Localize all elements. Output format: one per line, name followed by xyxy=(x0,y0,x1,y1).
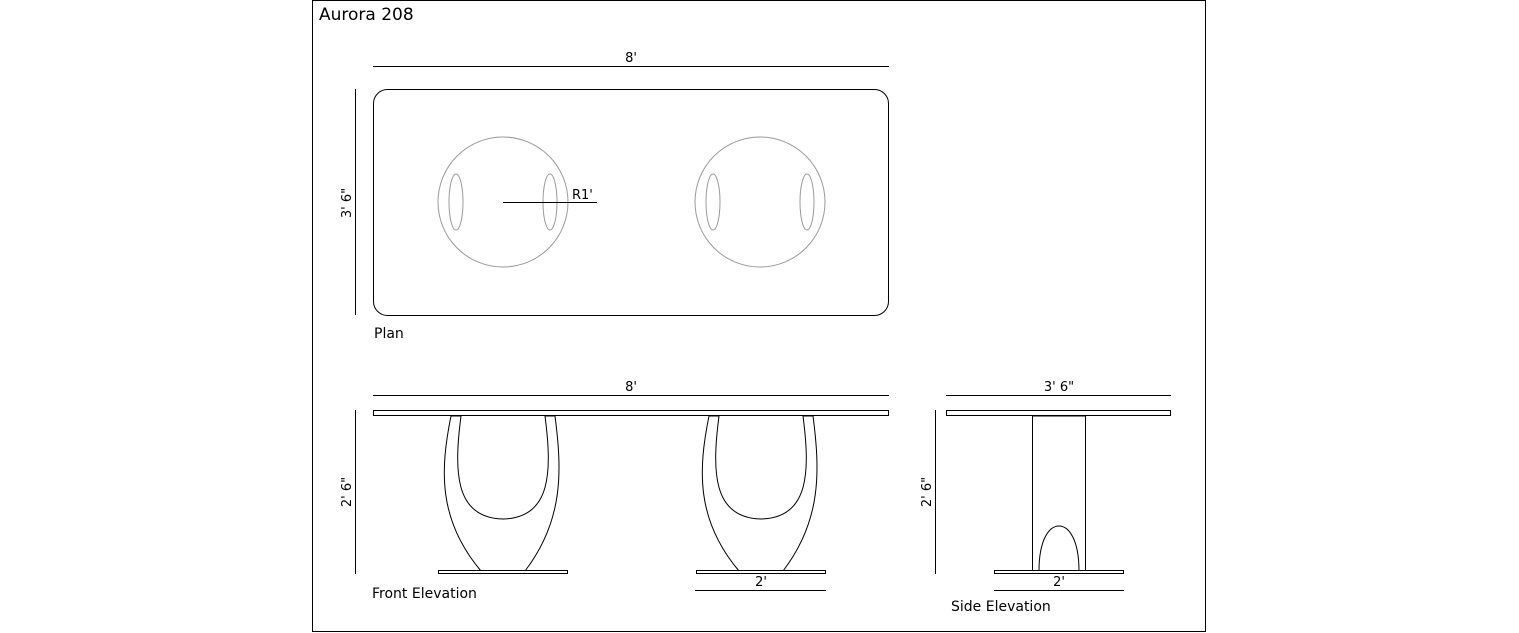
side-width-dimension: 3' 6" xyxy=(1044,380,1074,395)
side-pedestal-arch xyxy=(1038,525,1080,572)
plan-view: 8' 3' 6" R1' Plan xyxy=(340,51,889,342)
side-height-dimension: 2' 6" xyxy=(920,477,935,507)
front-elevation-label: Front Elevation xyxy=(372,586,477,602)
plan-width-dimension: 8' xyxy=(625,51,637,66)
side-base-dimension: 2' xyxy=(1053,575,1065,590)
front-width-dimension: 8' xyxy=(625,380,637,395)
side-pedestal xyxy=(1032,415,1086,572)
plan-right-pedestal-slot-1 xyxy=(705,173,721,231)
front-height-dimension: 2' 6" xyxy=(340,477,355,507)
front-base-dimension: 2' xyxy=(755,575,767,590)
plan-right-pedestal-slot-2 xyxy=(799,173,815,231)
front-left-base-plate xyxy=(438,570,568,574)
plan-left-pedestal-slot-1 xyxy=(448,173,464,231)
plan-right-pedestal-circle xyxy=(694,136,826,268)
plan-depth-dimension: 3' 6" xyxy=(340,188,355,218)
plan-radius-dimension: R1' xyxy=(572,188,593,203)
front-right-base-plate xyxy=(696,570,826,574)
plan-table-top xyxy=(373,89,889,316)
plan-view-label: Plan xyxy=(374,326,404,342)
side-base-plate xyxy=(994,570,1124,574)
drawing-title: Aurora 208 xyxy=(319,5,414,25)
front-table-top xyxy=(373,410,889,416)
side-elevation-view: 3' 6" 2' 6" 2' Side Elevation xyxy=(920,380,1171,615)
side-elevation-label: Side Elevation xyxy=(951,599,1051,615)
side-table-top xyxy=(946,410,1171,416)
front-elevation-view: 8' 2' 6" 2' Front Elevation xyxy=(340,380,889,602)
